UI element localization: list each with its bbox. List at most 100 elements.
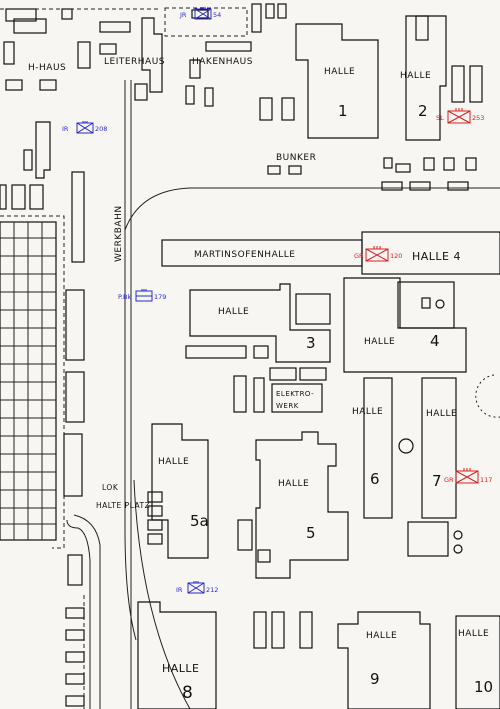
halle-1-number: 1: [338, 102, 348, 120]
halle-4-top-label: HALLE 4: [412, 250, 461, 263]
building: [71, 171, 85, 263]
building: [407, 521, 449, 557]
unit-gr-117[interactable]: GR 117: [444, 468, 492, 484]
halle-7-label: HALLE: [426, 409, 457, 419]
halle-9-label: HALLE: [366, 631, 397, 641]
building: [147, 533, 163, 545]
building: [253, 345, 269, 359]
rail-line: [66, 519, 91, 709]
unit-id: 120: [390, 252, 402, 260]
unit-prefix: SL: [436, 114, 444, 122]
building: [29, 184, 44, 210]
building: [65, 289, 85, 361]
building: [13, 18, 47, 34]
rail-line: [124, 187, 500, 231]
building: [5, 8, 37, 22]
leiterhaus-label: LEITERHAUS: [104, 57, 165, 67]
unit-jr-54[interactable]: JR 54: [179, 7, 221, 20]
halle-5a-building: [151, 423, 209, 559]
building: [265, 3, 275, 19]
building: [443, 157, 455, 171]
halle-2-label: HALLE: [400, 71, 431, 81]
unit-gr-120[interactable]: GR 120: [354, 246, 402, 262]
halle-9-number: 9: [370, 670, 380, 688]
unit-prefix: JR: [179, 11, 187, 19]
halle-2-building: [405, 15, 447, 141]
building: [0, 184, 7, 210]
building: [61, 8, 73, 20]
unit-ir-208[interactable]: IR 208: [62, 121, 107, 134]
unit-prefix: IR: [62, 125, 69, 133]
martinsofenhalle-label: MARTINSOFENHALLE: [194, 250, 295, 260]
halle-4-number: 4: [430, 332, 440, 350]
building: [23, 149, 33, 171]
building: [63, 433, 83, 497]
building: [253, 611, 267, 649]
building: [251, 3, 262, 33]
building: [423, 157, 435, 171]
halle-6-label: HALLE: [352, 407, 383, 417]
h-haus-label: H-HAUS: [28, 63, 66, 73]
halle-4-label: HALLE: [364, 337, 395, 347]
tank: [453, 530, 463, 540]
building: [3, 41, 15, 65]
halle-8-building: [137, 601, 217, 709]
unit-ir-212[interactable]: IR 212: [176, 581, 218, 594]
building: [99, 43, 117, 55]
halle-5-label: HALLE: [278, 479, 309, 489]
unit-pbk-179[interactable]: P.Bk 179: [118, 289, 166, 302]
halle-5-building: [255, 431, 349, 579]
halle-10-building: [455, 615, 500, 709]
rail-line: [133, 479, 191, 709]
halle-3-number: 3: [306, 334, 316, 352]
building: [147, 519, 163, 531]
building: [185, 345, 247, 359]
building: [205, 41, 252, 52]
halle-4-building: [361, 231, 500, 275]
bunker-building: [267, 165, 281, 175]
halle-3-building: [189, 283, 331, 363]
halle-4-lower-building: [343, 277, 467, 373]
rail-line: [73, 514, 101, 709]
building: [147, 505, 163, 517]
werkbahn-label: WERKBAHN: [114, 205, 124, 262]
building: [409, 181, 431, 191]
unit-id: 208: [95, 125, 107, 133]
building: [67, 554, 83, 586]
building: [233, 375, 247, 413]
halle-5-number: 5: [306, 524, 316, 542]
halle-10-label: HALLE: [458, 629, 489, 639]
halle-3-label: HALLE: [218, 307, 249, 317]
halle-6-number: 6: [370, 470, 380, 488]
building: [295, 293, 331, 325]
halteplatz-label: HALTE PLATZ: [96, 501, 150, 510]
building: [299, 367, 327, 381]
halle-10-number: 10: [474, 678, 493, 696]
housing-grid: [0, 221, 57, 541]
halle-5a-number: 5a: [190, 512, 209, 530]
halle-7-number: 7: [432, 472, 442, 490]
unit-id: 117: [480, 476, 492, 484]
halle-5a-label: HALLE: [158, 457, 189, 467]
building: [465, 157, 477, 171]
building: [237, 519, 253, 551]
building: [299, 611, 313, 649]
elektrowerk-building: [271, 383, 323, 413]
unit-sl-253[interactable]: SL 253: [436, 108, 484, 124]
building: [65, 695, 85, 707]
building: [189, 59, 201, 79]
circular-structure: [475, 374, 500, 418]
halle-6-building: [363, 377, 393, 519]
unit-id: 179: [154, 293, 166, 301]
building: [65, 371, 85, 423]
building: [381, 181, 403, 191]
elektrowerk-label-2: WERK: [276, 402, 299, 410]
tank: [398, 438, 414, 454]
unit-id: 212: [206, 586, 218, 594]
unit-id: 253: [472, 114, 484, 122]
bunker-label: BUNKER: [276, 153, 316, 163]
tank: [435, 299, 445, 309]
building: [191, 9, 209, 19]
elektrowerk-label-1: ELEKTRO-: [276, 390, 314, 398]
building: [415, 15, 429, 41]
